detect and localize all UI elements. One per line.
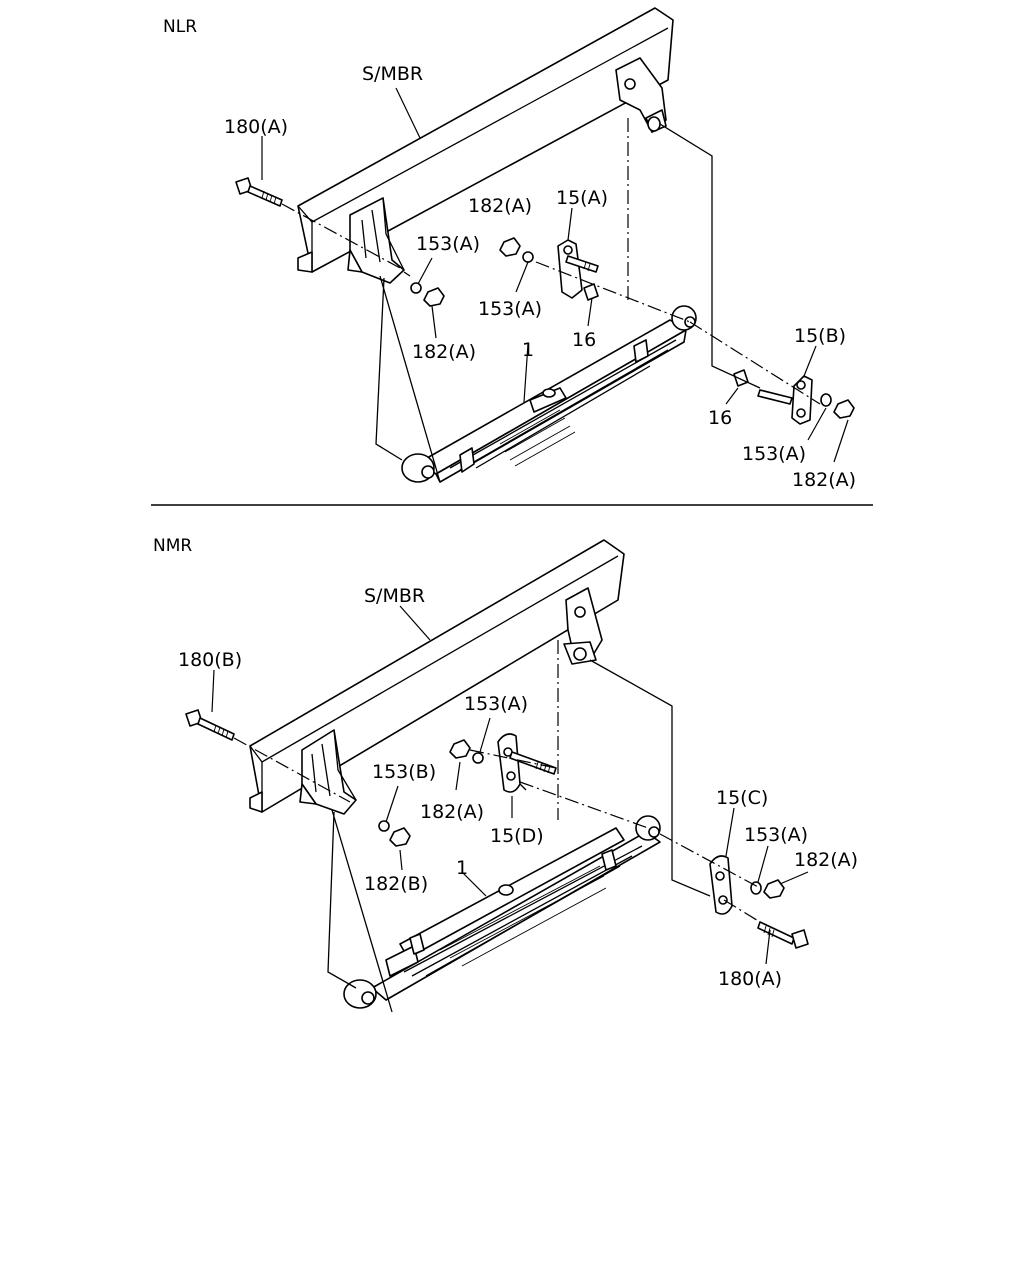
nlr-label-spring-1: 1 [522, 339, 534, 361]
nlr-label-nut-182a-rear: 182(A) [792, 469, 856, 491]
nmr-bolt-180b [185, 709, 235, 741]
nlr-leaf-spring [401, 305, 697, 483]
nmr-label-bolt-180b: 180(B) [178, 649, 242, 671]
nmr-label-nut-182a-rear: 182(A) [794, 849, 858, 871]
nlr-center-lines [281, 118, 821, 483]
nmr-label-washer-153a-rear: 153(A) [744, 824, 808, 846]
nlr-label-washer-153a-rear: 153(A) [742, 443, 806, 465]
nlr-label-washer-153a-mid: 153(A) [478, 298, 542, 320]
nlr-shackle-15a [557, 239, 599, 299]
nlr-label-bush-16-mid: 16 [572, 329, 596, 351]
nmr-nut-182a-mid [449, 739, 471, 759]
nmr-frame-member [249, 539, 625, 813]
nmr-section-title: NMR [153, 536, 192, 556]
nmr-leader-lines [211, 605, 809, 965]
nlr-section-title: NLR [163, 17, 197, 37]
nlr-nut-182a-top [499, 237, 521, 257]
nlr-bush-16-rear [733, 369, 749, 387]
nlr-washer-153a-front [410, 282, 422, 294]
nmr-front-hanger-bracket [299, 729, 357, 815]
nlr-nut-182a-front [423, 287, 445, 307]
nmr-washer-153a-top [472, 752, 484, 764]
nmr-plate-15c [709, 855, 733, 915]
nlr-bush-16-mid [583, 283, 599, 301]
nmr-label-washer-153b: 153(B) [372, 761, 436, 783]
nlr-washer-153a-mid [522, 251, 534, 263]
nlr-label-shackle-15a: 15(A) [556, 187, 608, 209]
nlr-rear-hanger-bracket [615, 57, 667, 133]
nmr-label-plate-15c: 15(C) [716, 787, 768, 809]
nlr-shackle-15b [757, 375, 813, 425]
nlr-bolt-180a [235, 177, 283, 207]
nlr-nut-182a-rear [833, 399, 855, 419]
nlr-label-bush-16-rear: 16 [708, 407, 732, 429]
nmr-label-spring-1: 1 [456, 857, 468, 879]
nlr-washer-153a-rear [820, 393, 832, 407]
nlr-label-shackle-15b: 15(B) [794, 325, 846, 347]
nlr-section: NLR [163, 7, 856, 491]
nlr-label-bolt-180a: 180(A) [224, 116, 288, 138]
nmr-plate-15d [497, 733, 557, 793]
nlr-label-nut-182a-front: 182(A) [412, 341, 476, 363]
nlr-frame-member [297, 7, 674, 273]
nmr-label-nut-182b: 182(B) [364, 873, 428, 895]
nmr-rear-hanger-bracket [563, 587, 603, 665]
nmr-label-frame: S/MBR [364, 585, 425, 607]
nmr-label-bolt-180a: 180(A) [718, 968, 782, 990]
nmr-nut-182a-rear [763, 879, 785, 899]
nmr-center-lines [233, 640, 761, 1013]
nlr-label-frame: S/MBR [362, 63, 423, 85]
nmr-label-washer-153a-top: 153(A) [464, 693, 528, 715]
nmr-washer-153b [378, 820, 390, 832]
nlr-label-nut-182a-top: 182(A) [468, 195, 532, 217]
nmr-label-plate-15d: 15(D) [490, 825, 544, 847]
nlr-label-washer-153a-front: 153(A) [416, 233, 480, 255]
nmr-label-nut-182a-mid: 182(A) [420, 801, 484, 823]
nmr-bolt-180a [757, 921, 809, 949]
nmr-nut-182b [389, 827, 411, 847]
nmr-section: NMR [153, 536, 858, 1013]
nlr-front-hanger-bracket [347, 197, 405, 284]
nmr-leaf-spring [343, 815, 661, 1009]
nlr-leader-lines [261, 87, 849, 463]
